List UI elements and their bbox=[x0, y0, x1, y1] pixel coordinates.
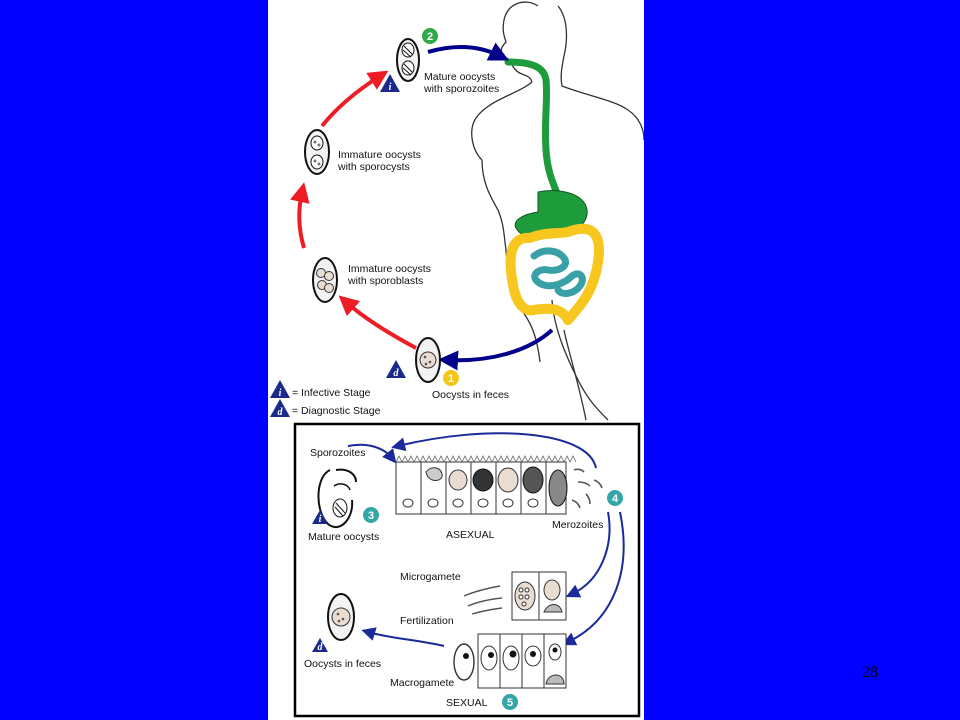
step-badge-5: 5 bbox=[502, 694, 518, 710]
slide-number: 28 bbox=[862, 664, 878, 681]
merozoites bbox=[571, 468, 603, 509]
label-sporozoites: Sporozoites bbox=[310, 447, 365, 459]
label-fertilization: Fertilization bbox=[400, 615, 454, 627]
label-immature-sporoblasts-2: with sporoblasts bbox=[347, 275, 423, 287]
label-mature-oocysts-2: with sporozoites bbox=[423, 83, 499, 95]
label-merozoites: Merozoites bbox=[552, 519, 603, 531]
svg-text:i: i bbox=[279, 388, 282, 399]
asexual-epithelium bbox=[395, 455, 577, 515]
svg-text:d: d bbox=[394, 368, 400, 379]
lifecycle-diagram-panel: 2 1 i d Mature oocysts with sporozoites … bbox=[268, 0, 644, 720]
step-4-number: 4 bbox=[612, 493, 619, 505]
step-badge-2: 2 bbox=[422, 28, 438, 44]
microgamete-cells bbox=[463, 571, 567, 621]
arrow-to-oocyst-feces bbox=[361, 627, 445, 647]
svg-text:d: d bbox=[318, 642, 324, 653]
step-1-number: 1 bbox=[448, 373, 454, 385]
legend: i = Infective Stage d = Diagnostic Stage bbox=[270, 380, 381, 418]
arrow-sporulation-3 bbox=[320, 70, 389, 128]
macrogamete-cells bbox=[453, 633, 567, 689]
infective-stage-icon: i bbox=[380, 74, 400, 93]
infective-stage-icon-bottom: i bbox=[312, 510, 328, 525]
label-mature-oocysts-1: Mature oocysts bbox=[424, 71, 495, 83]
label-microgamete: Microgamete bbox=[400, 571, 461, 583]
intestinal-arrows bbox=[347, 432, 625, 647]
digestive-tract-stomach bbox=[504, 58, 588, 239]
arrow-to-microgamete bbox=[565, 511, 611, 598]
oocyst-mature-sporozoites bbox=[396, 38, 420, 82]
svg-text:d: d bbox=[278, 407, 284, 418]
oocyst-in-feces bbox=[415, 337, 441, 383]
diagnostic-stage-icon-bottom: d bbox=[312, 638, 328, 653]
label-oocysts-in-feces-bottom: Oocysts in feces bbox=[304, 658, 381, 670]
step-badge-4: 4 bbox=[607, 490, 623, 506]
label-immature-sporocysts-2: with sporocysts bbox=[337, 161, 410, 173]
oocyst-immature-sporoblasts bbox=[312, 257, 338, 303]
digestive-tract-colon bbox=[505, 223, 604, 325]
arrow-excretion bbox=[438, 328, 554, 371]
arrow-ingestion bbox=[427, 42, 509, 61]
label-oocysts-in-feces-top: Oocysts in feces bbox=[432, 389, 509, 401]
label-mature-oocysts-bottom: Mature oocysts bbox=[308, 531, 379, 543]
label-sexual: SEXUAL bbox=[446, 697, 488, 709]
step-3-number: 3 bbox=[368, 510, 374, 522]
svg-text:i: i bbox=[319, 514, 322, 525]
legend-infective-stage: = Infective Stage bbox=[292, 387, 371, 399]
cycle-arrows bbox=[290, 42, 554, 371]
step-badge-1: 1 bbox=[443, 370, 459, 386]
arrow-to-macrogamete bbox=[561, 511, 625, 646]
arrow-sporulation-1 bbox=[338, 295, 417, 350]
arrow-sporulation-2 bbox=[290, 182, 310, 249]
arrow-sporozoites-invade bbox=[347, 443, 397, 464]
label-immature-sporoblasts-1: Immature oocysts bbox=[348, 263, 431, 275]
step-5-number: 5 bbox=[507, 697, 513, 709]
label-macrogamete: Macrogamete bbox=[390, 677, 454, 689]
arrow-merozoite-reinvade bbox=[391, 432, 597, 469]
lifecycle-diagram: 2 1 i d Mature oocysts with sporozoites … bbox=[270, 1, 644, 718]
label-asexual: ASEXUAL bbox=[446, 529, 495, 541]
legend-diagnostic-stage: = Diagnostic Stage bbox=[292, 405, 381, 417]
digestive-tract-small-intestine bbox=[530, 247, 586, 297]
step-badge-3: 3 bbox=[363, 507, 379, 523]
oocyst-immature-sporocysts bbox=[304, 129, 330, 175]
label-immature-sporocysts-1: Immature oocysts bbox=[338, 149, 421, 161]
diagnostic-stage-icon: d bbox=[386, 360, 406, 379]
svg-text:i: i bbox=[389, 82, 392, 93]
oocyst-in-feces-bottom bbox=[327, 593, 355, 641]
step-2-number: 2 bbox=[427, 31, 433, 43]
